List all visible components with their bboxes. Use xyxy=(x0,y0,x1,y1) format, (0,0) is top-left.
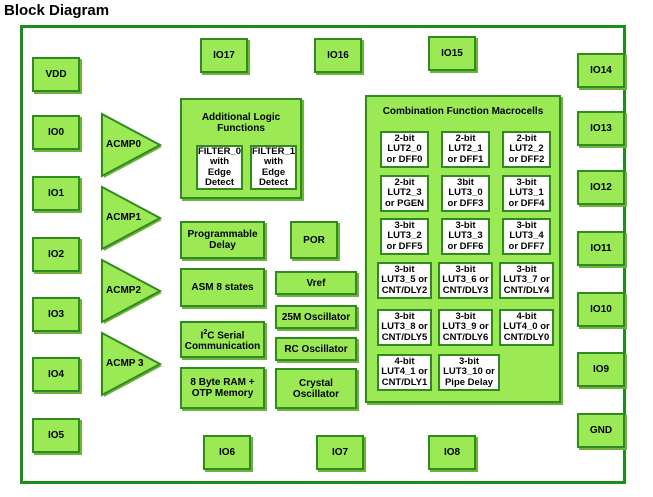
macrocell-lut3-8: 3-bit LUT3_8 or CNT/DLY5 xyxy=(377,309,432,346)
macrocell-lut3-9: 3-bit LUT3_9 or CNT/DLY6 xyxy=(438,309,493,346)
i2c-label: C Serial Communication xyxy=(184,330,261,353)
diagram-title: Block Diagram xyxy=(4,2,110,19)
crystal-oscillator-block: Crystal Oscillator xyxy=(275,368,357,409)
pin-io6: IO6 xyxy=(203,435,251,470)
macrocell-lut3-5: 3-bit LUT3_5 or CNT/DLY2 xyxy=(377,262,432,299)
vref-block: Vref xyxy=(275,271,357,295)
acmp1-triangle xyxy=(101,185,163,251)
macrocell-lut3-10: 3-bit LUT3_10 or Pipe Delay xyxy=(438,354,500,391)
pin-io13: IO13 xyxy=(577,111,625,146)
pin-io7: IO7 xyxy=(316,435,364,470)
pin-io0: IO0 xyxy=(32,115,80,150)
macrocells-title: Combination Function Macrocells xyxy=(382,106,544,117)
rc-oscillator-block: RC Oscillator xyxy=(275,337,357,361)
pin-io8: IO8 xyxy=(428,435,476,470)
acmp2-label: ACMP2 xyxy=(106,285,142,296)
macrocell-lut3-0: 3bit LUT3_0 or DFF3 xyxy=(441,175,490,212)
pin-io1: IO1 xyxy=(32,176,80,211)
acmp0-label: ACMP0 xyxy=(106,139,142,150)
filter1-block: FILTER_1 with Edge Detect xyxy=(250,145,297,190)
macrocell-lut2-2: 2-bit LUT2_2 or DFF2 xyxy=(502,131,551,168)
macrocell-lut4-0: 4-bit LUT4_0 or CNT/DLY0 xyxy=(499,309,554,346)
i2c-superscript: 2 xyxy=(203,328,208,336)
macrocell-lut3-4: 3-bit LUT3_4 or DFF7 xyxy=(502,218,551,255)
pin-vdd: VDD xyxy=(32,57,80,92)
macrocell-lut3-1: 3-bit LUT3_1 or DFF4 xyxy=(502,175,551,212)
macrocells-block: Combination Function Macrocells 2-bit LU… xyxy=(365,95,561,403)
acmp0-triangle xyxy=(101,112,163,178)
pin-gnd: GND xyxy=(577,413,625,448)
pin-io16: IO16 xyxy=(314,38,362,73)
pin-io10: IO10 xyxy=(577,292,625,327)
acmp3-triangle xyxy=(101,331,163,397)
macrocell-lut2-0: 2-bit LUT2_0 or DFF0 xyxy=(380,131,429,168)
macrocell-lut3-7: 3-bit LUT3_7 or CNT/DLY4 xyxy=(499,262,554,299)
pin-io17: IO17 xyxy=(200,38,248,73)
macrocell-lut3-2: 3-bit LUT3_2 or DFF5 xyxy=(380,218,429,255)
macrocell-lut2-1: 2-bit LUT2_1 or DFF1 xyxy=(441,131,490,168)
additional-logic-title: Additional Logic Functions xyxy=(201,112,281,134)
pin-io12: IO12 xyxy=(577,170,625,205)
acmp2-triangle xyxy=(101,258,163,324)
filter0-block: FILTER_0 with Edge Detect xyxy=(196,145,243,190)
macrocell-lut2-3: 2-bit LUT2_3 or PGEN xyxy=(380,175,429,212)
ram-otp-block: 8 Byte RAM + OTP Memory xyxy=(180,367,265,409)
macrocell-lut3-6: 3-bit LUT3_6 or CNT/DLY3 xyxy=(438,262,493,299)
i2c-prefix: I xyxy=(200,330,204,342)
pin-io15: IO15 xyxy=(428,36,476,71)
asm-block: ASM 8 states xyxy=(180,268,265,307)
pin-io3: IO3 xyxy=(32,297,80,332)
pin-io9: IO9 xyxy=(577,352,625,387)
pin-io11: IO11 xyxy=(577,231,625,266)
i2c-block: I2C Serial Communication xyxy=(180,321,265,358)
programmable-delay-block: Programmable Delay xyxy=(180,221,265,259)
pin-io14: IO14 xyxy=(577,53,625,88)
macrocell-lut4-1: 4-bit LUT4_1 or CNT/DLY1 xyxy=(377,354,432,391)
macrocell-lut3-3: 3-bit LUT3_3 or DFF6 xyxy=(441,218,490,255)
pin-io4: IO4 xyxy=(32,357,80,392)
por-block: POR xyxy=(290,221,338,259)
acmp3-label: ACMP 3 xyxy=(106,358,144,369)
oscillator-25m-block: 25M Oscillator xyxy=(275,305,357,329)
acmp1-label: ACMP1 xyxy=(106,212,142,223)
pin-io5: IO5 xyxy=(32,418,80,453)
pin-io2: IO2 xyxy=(32,237,80,272)
additional-logic-block: Additional Logic Functions FILTER_0 with… xyxy=(180,98,302,199)
